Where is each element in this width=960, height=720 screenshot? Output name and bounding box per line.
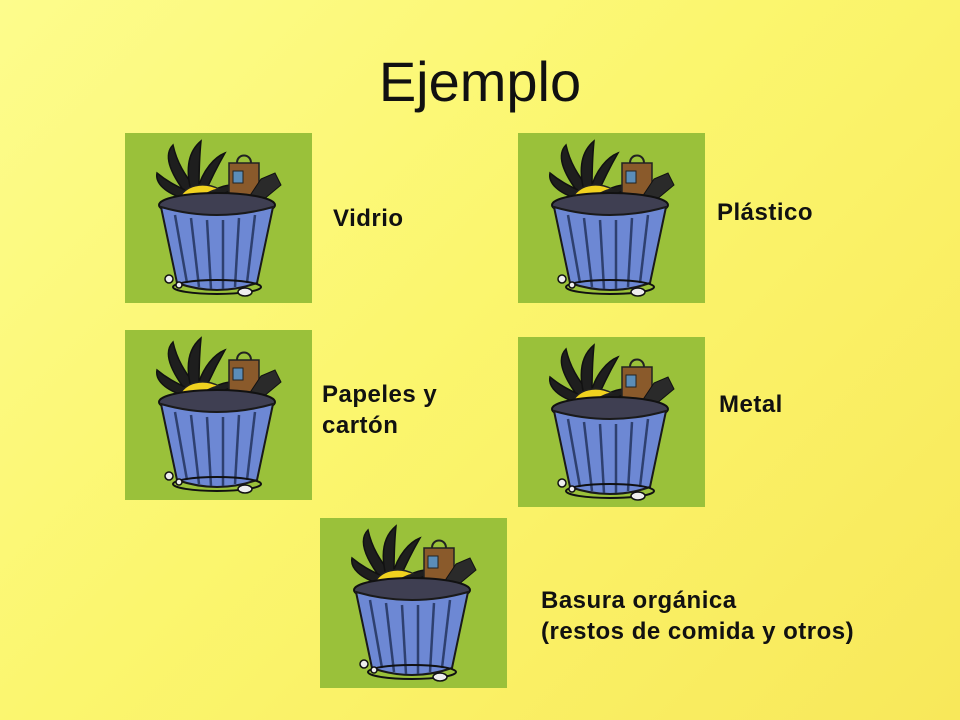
bin-ribs: [566, 214, 650, 290]
trash-bin-icon: [156, 336, 282, 494]
label-line: Plástico: [717, 199, 814, 226]
bin-body: [159, 205, 275, 291]
trash-bin-icon: [156, 139, 282, 297]
label-line: Vidrio: [333, 205, 404, 232]
trash-bin-icon: [549, 343, 675, 501]
slide-title: Ejemplo: [378, 50, 582, 113]
label-papeles: Papeles y cartón: [322, 379, 437, 441]
bin-ribs: [173, 411, 257, 487]
bin-feet: [557, 274, 646, 297]
bin-body: [552, 205, 668, 291]
bin-body: [552, 409, 668, 495]
trash-bin-image-organica: [320, 518, 507, 688]
trash-bin-image-vidrio: [125, 133, 312, 303]
label-line: Metal: [719, 391, 783, 418]
label-line: cartón: [322, 412, 399, 440]
bin-base: [565, 279, 655, 295]
trash-bin-image-plastico: [518, 133, 705, 303]
trash-bin-icon: [549, 139, 675, 297]
bin-base: [367, 664, 457, 680]
bin-feet: [557, 478, 646, 501]
label-line: (restos de comida y otros): [541, 618, 855, 646]
label-line: Basura orgánica: [541, 587, 737, 614]
label-plastico: Plástico: [717, 197, 813, 228]
bin-base: [172, 476, 262, 492]
bin-base: [565, 483, 655, 499]
bin-ribs: [368, 599, 452, 675]
bin-feet: [164, 274, 253, 297]
trash-bin-icon: [351, 524, 477, 682]
bin-feet: [359, 659, 448, 682]
bin-feet: [164, 471, 253, 494]
bin-ribs: [173, 214, 257, 290]
bin-ribs: [566, 418, 650, 494]
label-line: Papeles y: [322, 381, 438, 408]
label-vidrio: Vidrio: [333, 203, 404, 234]
bin-body: [159, 402, 275, 488]
bin-body: [354, 590, 470, 676]
trash-bin-image-papeles: [125, 330, 312, 500]
trash-bin-image-metal: [518, 337, 705, 507]
bin-base: [172, 279, 262, 295]
label-organica: Basura orgánica (restos de comida y otro…: [541, 585, 854, 647]
label-metal: Metal: [719, 389, 783, 420]
